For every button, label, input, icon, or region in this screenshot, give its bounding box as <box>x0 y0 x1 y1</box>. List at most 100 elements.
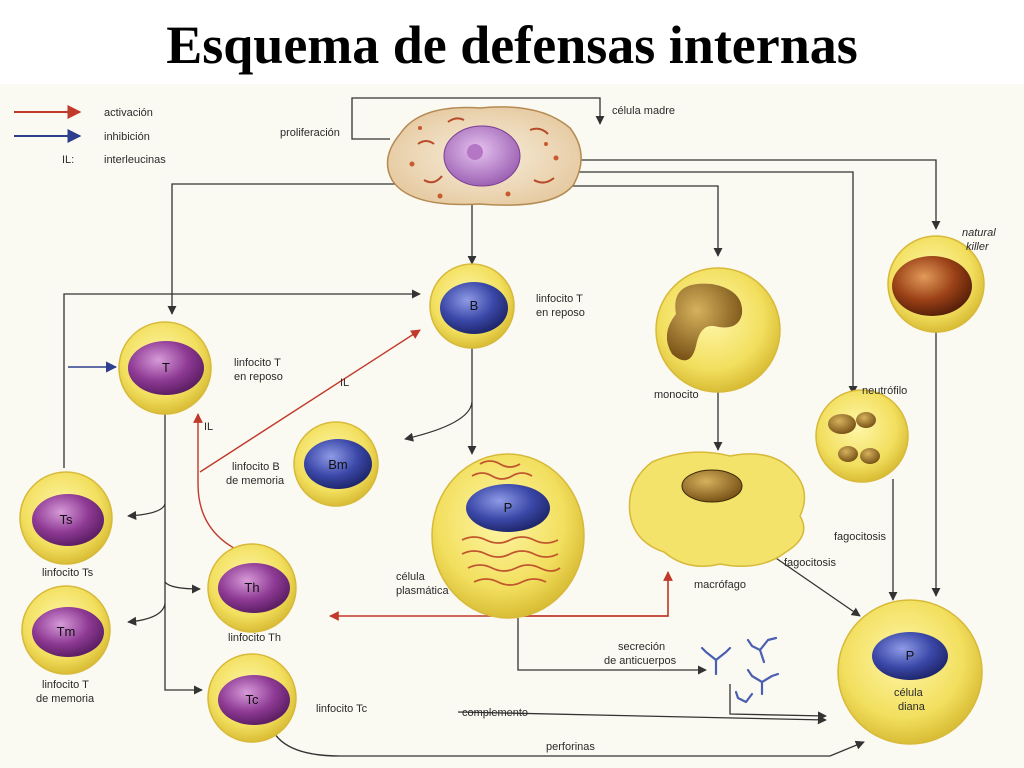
tc-nucleus <box>218 675 290 725</box>
t-cell-letter: T <box>162 360 170 375</box>
legend-il-key: IL: <box>62 154 74 166</box>
b-lymphocyte: B <box>429 263 515 349</box>
label-linfocito-t-reposo-2: en reposo <box>234 371 283 383</box>
madre-to-nk-arrow <box>578 159 941 230</box>
ts-nucleus <box>32 494 104 546</box>
diana-nucleus <box>872 632 948 680</box>
bm-nucleus <box>304 439 372 489</box>
proliferation-arrow <box>351 97 605 140</box>
th-to-macrofago-activation <box>520 571 673 617</box>
anticuerpos-to-diana-arrow <box>729 684 827 721</box>
monocito-nucleus <box>666 283 743 361</box>
diagram-panel: activación inhibición IL: interleucinas <box>0 84 1024 768</box>
label-fagocitosis-1: fagocitosis <box>834 531 886 543</box>
madre-to-neutrofilo-arrow <box>578 171 858 395</box>
antibody-icon <box>746 668 780 696</box>
il-activation-to-b <box>199 329 421 473</box>
label-linfocito-t-memoria-2: de memoria <box>36 693 95 705</box>
connectors <box>63 97 941 757</box>
madre-nucleolus <box>467 144 483 160</box>
t-lymphocyte: T <box>118 321 212 415</box>
tm-lymphocyte: Tm <box>21 585 111 675</box>
t-nucleus <box>128 341 204 395</box>
label-celula-plasmatica-2: plasmática <box>396 585 449 597</box>
page-title: Esquema de defensas internas <box>166 15 858 75</box>
label-linfocito-b-reposo-1: linfocito T <box>536 293 583 305</box>
natural-killer-cell <box>887 235 985 333</box>
label-linfocito-ts: linfocito Ts <box>42 567 94 579</box>
label-linfocito-b-memoria-1: linfocito B <box>232 461 280 473</box>
label-celula-diana-2: diana <box>898 701 926 713</box>
madre-granules <box>409 126 559 199</box>
macrofago-cell <box>628 451 806 567</box>
neutrofilo-nucleus <box>828 412 880 464</box>
plasma-reticulum <box>461 460 561 586</box>
label-secrecion-2: de anticuerpos <box>604 655 677 667</box>
label-linfocito-t-reposo-1: linfocito T <box>234 357 281 369</box>
ts-cell-letter: Ts <box>60 512 74 527</box>
label-celula-diana-1: célula <box>894 687 924 699</box>
antibody-icon <box>734 690 754 704</box>
b-nucleus <box>440 282 508 334</box>
label-linfocito-tc: linfocito Tc <box>316 703 368 715</box>
neutrofilo-cell <box>815 389 909 483</box>
madre-to-monocito-arrow <box>560 185 723 257</box>
plasma-nucleus <box>466 484 550 532</box>
legend: activación inhibición IL: interleucinas <box>14 105 166 166</box>
label-fagocitosis-2: fagocitosis <box>784 557 836 569</box>
label-macrofago: macrófago <box>694 579 746 591</box>
ts-lymphocyte: Ts <box>19 471 113 565</box>
label-proliferacion: proliferación <box>280 127 340 139</box>
bm-cell-letter: Bm <box>328 457 348 472</box>
bm-lymphocyte: Bm <box>293 421 379 507</box>
t-to-tc-arrow <box>164 390 203 695</box>
label-linfocito-b-memoria-2: de memoria <box>226 475 285 487</box>
t-to-ts-arrow <box>127 503 166 521</box>
th-lymphocyte: Th <box>207 543 297 633</box>
ts-to-b-arrow <box>63 289 421 468</box>
celula-diana: P <box>837 599 983 745</box>
label-secrecion-1: secreción <box>618 641 665 653</box>
label-celula-madre: célula madre <box>612 105 675 117</box>
celula-madre <box>386 106 582 206</box>
defense-diagram: activación inhibición IL: interleucinas <box>14 97 996 757</box>
label-complemento: complemento <box>462 707 528 719</box>
b-to-bm-arrow <box>404 401 473 442</box>
tc-cell-letter: Tc <box>246 692 260 707</box>
macrofago-nucleus <box>681 469 743 503</box>
b-cell-letter: B <box>470 298 479 313</box>
madre-to-t-arrow <box>167 183 395 315</box>
plasma-cell-letter: P <box>504 500 513 515</box>
th-cell-letter: Th <box>244 580 259 595</box>
monocito-cell <box>655 267 781 393</box>
legend-inhibition-label: inhibición <box>104 131 150 143</box>
legend-il-value: interleucinas <box>104 154 166 166</box>
tm-nucleus <box>32 607 104 657</box>
secrecion-arrow <box>517 618 707 675</box>
madre-organelles <box>417 117 555 184</box>
antibodies <box>700 636 780 704</box>
label-linfocito-b-reposo-2: en reposo <box>536 307 585 319</box>
label-perforinas: perforinas <box>546 741 595 753</box>
t-to-th-arrow <box>164 581 201 594</box>
label-il-2: IL <box>204 421 213 433</box>
label-celula-plasmatica-1: célula <box>396 571 426 583</box>
antibody-icon <box>700 646 732 676</box>
label-monocito: monocito <box>654 389 699 401</box>
tc-lymphocyte: Tc <box>207 653 297 743</box>
label-killer: killer <box>966 241 990 253</box>
diana-cell-letter: P <box>906 648 915 663</box>
label-neutrofilo: neutrófilo <box>862 385 907 397</box>
label-il-1: IL <box>340 377 349 389</box>
th-nucleus <box>218 563 290 613</box>
madre-nucleus <box>443 125 521 187</box>
celula-plasmatica: P <box>431 453 585 619</box>
label-linfocito-th: linfocito Th <box>228 632 281 644</box>
label-natural: natural <box>962 227 996 239</box>
labels: proliferación célula madre natural kille… <box>36 105 996 753</box>
legend-activation-label: activación <box>104 107 153 119</box>
antibody-icon <box>746 636 778 664</box>
tm-cell-letter: Tm <box>57 624 76 639</box>
nk-nucleus <box>892 256 972 316</box>
label-linfocito-t-memoria-1: linfocito T <box>42 679 89 691</box>
